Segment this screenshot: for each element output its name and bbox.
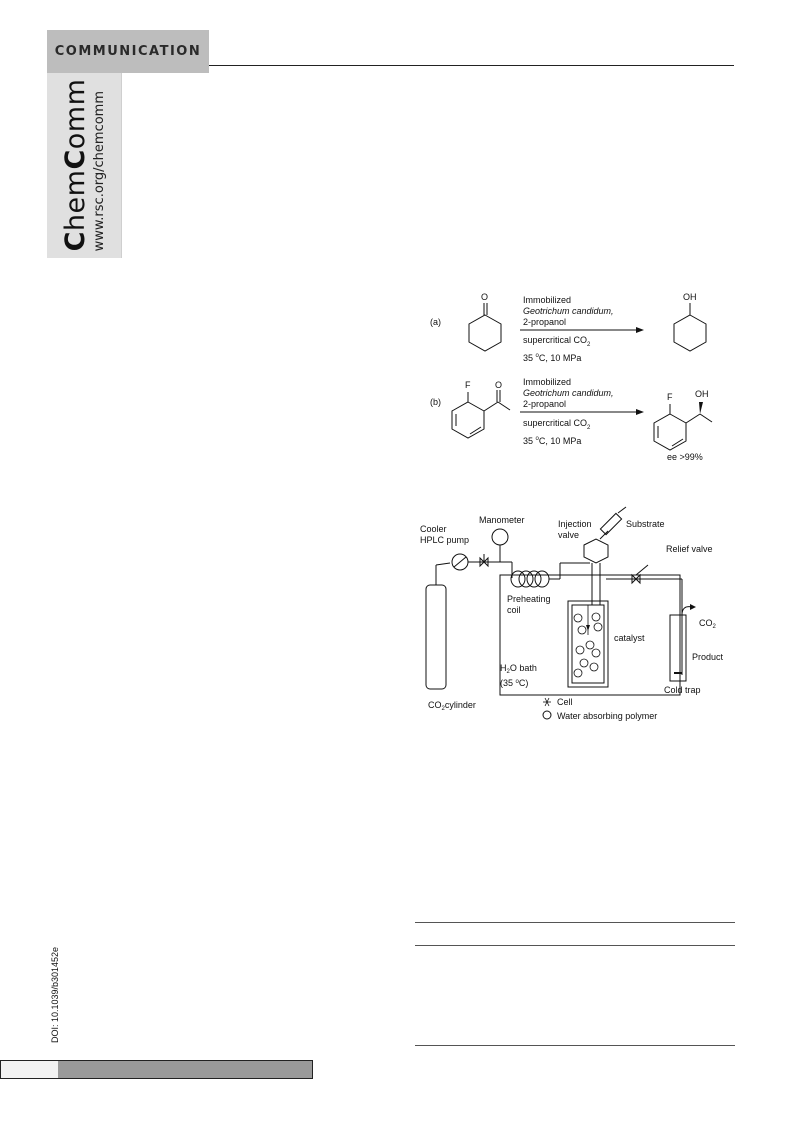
manometer xyxy=(491,528,509,546)
pump-valve xyxy=(479,556,489,568)
injection-valve xyxy=(583,538,609,564)
co2-cylinder-label: CO2cylinder xyxy=(428,700,476,712)
substrate-label: Substrate xyxy=(626,519,665,529)
table-rule-bottom xyxy=(415,1045,735,1046)
valve-label: valve xyxy=(558,530,579,540)
conditions-a-bottom: supercritical CO2 35 oC, 10 MPa xyxy=(523,335,591,363)
hplc-pump-label: HPLC pump xyxy=(420,535,469,545)
polymer-legend-icon xyxy=(542,710,552,720)
legend-polymer-label: Water absorbing polymer xyxy=(557,711,657,721)
header-rule xyxy=(209,65,734,66)
substrate-syringe xyxy=(599,506,627,540)
enantiomeric-excess: ee >99% xyxy=(667,452,703,462)
manometer-label: Manometer xyxy=(479,515,525,525)
cell-legend-icon xyxy=(543,697,551,707)
bath-label: H2O bath xyxy=(500,663,537,675)
reactant-b-oxygen: O xyxy=(495,380,503,390)
apparatus-diagram: Cooler HPLC pump Manometer Injection val… xyxy=(420,506,724,721)
co2-out-label: CO2 xyxy=(699,618,717,630)
reaction-arrow-a xyxy=(520,327,644,333)
journal-branding: ChemComm www.rsc.org/chemcomm xyxy=(60,78,107,252)
journal-url: www.rsc.org/chemcomm xyxy=(92,90,107,252)
doi-label: DOI: 10.1039/b301452e xyxy=(50,946,60,1044)
conditions-b-bottom: supercritical CO2 35 oC, 10 MPa xyxy=(523,418,591,446)
catalyst-particles xyxy=(573,612,603,678)
scheme-b-label: (b) xyxy=(430,397,441,407)
table-rule-top xyxy=(415,922,735,923)
relief-valve xyxy=(631,573,641,585)
conditions-a-top: Immobilized Geotrichum candidum, 2-propa… xyxy=(523,295,614,327)
fluorophenylethanol-structure xyxy=(653,402,713,451)
preheating-label: Preheating xyxy=(507,594,551,604)
footer-bar-fill xyxy=(58,1061,312,1078)
product-b-hydroxyl: OH xyxy=(695,389,709,399)
co2-cylinder xyxy=(425,584,447,690)
cold-trap xyxy=(669,614,687,682)
cyclohexanol-structure xyxy=(673,303,707,352)
bath-temperature-label: (35 oC) xyxy=(500,678,528,688)
section-label: COMMUNICATION xyxy=(47,30,209,73)
reactant-a-oxygen: O xyxy=(481,292,489,302)
journal-side-panel xyxy=(47,73,122,258)
reaction-arrow-b xyxy=(520,409,644,415)
conditions-b-top: Immobilized Geotrichum candidum, 2-propa… xyxy=(523,377,614,409)
fluoroacetophenone-structure xyxy=(451,390,511,439)
relief-valve-label: Relief valve xyxy=(666,544,713,554)
injection-label: Injection xyxy=(558,519,592,529)
journal-logo: ChemComm xyxy=(60,78,91,252)
reactor-vessel xyxy=(567,600,609,688)
cooler-label: Cooler xyxy=(420,524,447,534)
product-b-fluorine: F xyxy=(667,392,673,402)
reactant-b-fluorine: F xyxy=(465,380,471,390)
table-rule-middle xyxy=(415,945,735,946)
product-label: Product xyxy=(692,652,724,662)
product-a-hydroxyl: OH xyxy=(683,292,697,302)
cold-trap-label: Cold trap xyxy=(664,685,701,695)
legend-cell-label: Cell xyxy=(557,697,573,707)
coil-label: coil xyxy=(507,605,521,615)
catalyst-label: catalyst xyxy=(614,633,645,643)
water-bath xyxy=(499,574,681,696)
preheating-coil xyxy=(510,570,550,588)
scheme-a-label: (a) xyxy=(430,317,441,327)
cyclohexanone-structure xyxy=(468,303,502,352)
